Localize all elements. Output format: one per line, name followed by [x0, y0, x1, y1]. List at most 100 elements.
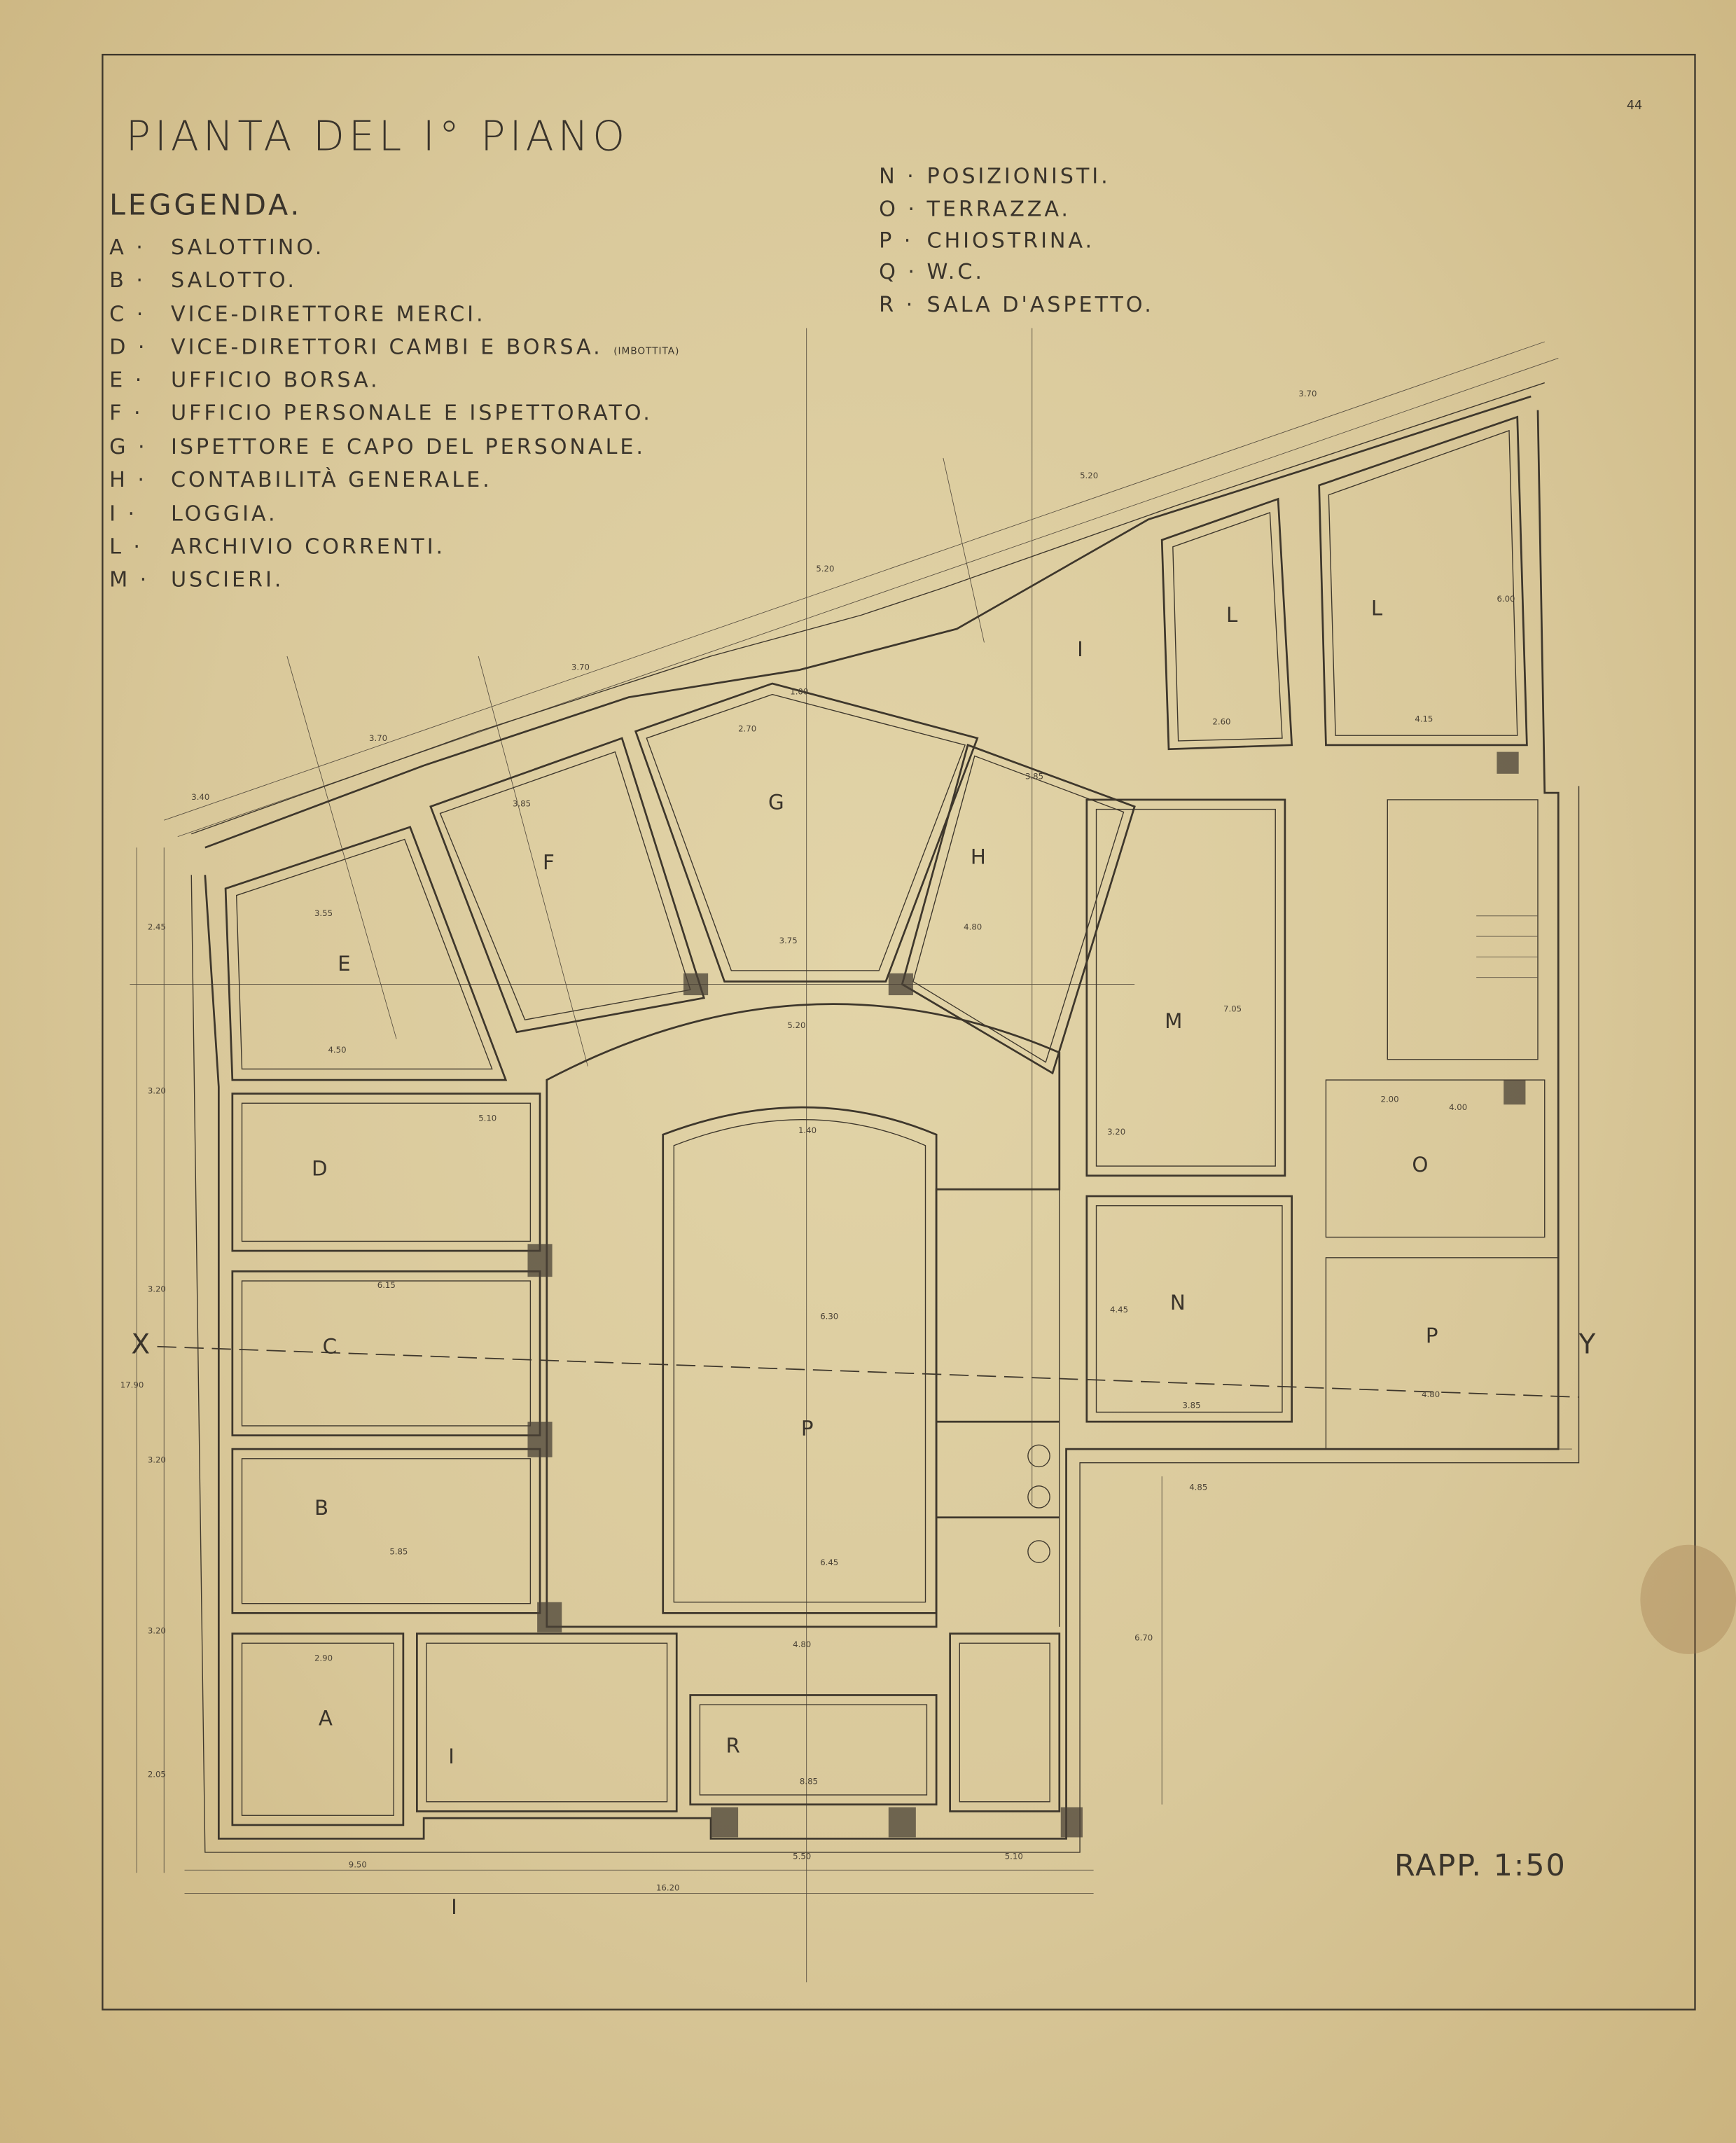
dimension-label: 16.20 — [656, 1883, 680, 1893]
sheet-number: 44 — [1627, 99, 1642, 113]
room-A — [231, 1632, 405, 1826]
room-label-L-2: L — [1371, 596, 1383, 620]
room-labels: E F G H I L L M D C B A I I P R N O P — [312, 596, 1438, 1918]
legend-item: B ·SALOTTO. — [109, 268, 297, 293]
dimension-label: 4.80 — [793, 1639, 811, 1649]
room-label-D: D — [312, 1157, 328, 1181]
section-mark-y: Y — [1578, 1329, 1596, 1360]
legend-item: R ·SALA D'ASPETTO. — [879, 293, 1154, 317]
building-outline — [190, 382, 1580, 1853]
dimension-label: 4.80 — [1422, 1389, 1440, 1399]
legend-heading: LEGGENDA. — [109, 188, 302, 221]
dimension-label: 3.20 — [1107, 1127, 1125, 1137]
room-label-L-1: L — [1226, 603, 1238, 627]
dimension-labels: 3.40 3.70 3.70 5.20 5.20 3.70 3.55 4.50 … — [120, 389, 1515, 1893]
dimension-lines — [130, 328, 1572, 1983]
room-label-R: R — [726, 1733, 740, 1757]
dimension-label: 2.45 — [148, 922, 166, 931]
dimension-label: 3.85 — [513, 799, 531, 809]
dimension-label: 3.20 — [148, 1086, 166, 1096]
dimension-label: 5.20 — [1080, 471, 1098, 480]
dimension-label: 5.20 — [787, 1020, 805, 1030]
dimension-label: 5.20 — [816, 564, 834, 574]
dimension-label: 4.85 — [1189, 1483, 1207, 1492]
room-label-G: G — [768, 791, 784, 814]
room-G — [634, 682, 979, 983]
legend-item: A ·SALOTTINO. — [109, 235, 324, 260]
room-label-C: C — [323, 1334, 337, 1358]
legend-item: O ·TERRAZZA. — [879, 197, 1071, 221]
dimension-label: 5.10 — [1005, 1852, 1023, 1861]
room-label-O: O — [1412, 1153, 1428, 1177]
section-mark-x: X — [131, 1329, 150, 1360]
dimension-label: 2.70 — [738, 723, 756, 733]
legend-item: L ·ARCHIVIO CORRENTI. — [109, 535, 445, 560]
dimension-label: 6.00 — [1497, 594, 1515, 604]
legend-item: Q ·W.C. — [879, 260, 985, 284]
dimension-label: 8.85 — [800, 1776, 818, 1786]
room-R — [689, 1694, 938, 1806]
room-label-I-mid: I — [451, 1895, 457, 1919]
room-label-E: E — [338, 952, 350, 976]
room-I-bottom — [415, 1632, 678, 1812]
room-M — [1085, 798, 1286, 1177]
legend-item: F ·UFFICIO PERSONALE E ISPETTORATO. — [109, 401, 653, 425]
legend-item: P ·CHIOSTRINA. — [879, 228, 1095, 253]
room-B — [231, 1448, 541, 1614]
dimension-label: 3.40 — [191, 792, 209, 802]
legend-item: I ·LOGGIA. — [109, 502, 277, 527]
legend-item: C ·VICE-DIRETTORE MERCI. — [109, 303, 485, 327]
dimension-label: 4.15 — [1415, 714, 1433, 724]
room-label-M: M — [1165, 1009, 1182, 1033]
dimension-label: 6.15 — [377, 1280, 396, 1290]
dimension-label: 6.70 — [1134, 1632, 1153, 1642]
courtyard-P — [546, 1003, 1061, 1628]
room-label-I-top: I — [1077, 637, 1083, 661]
dimension-label: 9.50 — [349, 1859, 367, 1869]
room-stairs — [1387, 799, 1539, 1060]
room-label-P-center: P — [801, 1417, 814, 1441]
room-label-F: F — [543, 850, 555, 874]
dimension-label: 3.70 — [1298, 389, 1317, 398]
legend-item: D ·VICE-DIRETTORI CAMBI E BORSA.(IMBOTTI… — [109, 335, 679, 360]
dimension-label: 3.20 — [148, 1626, 166, 1636]
dimension-label: 3.85 — [1025, 772, 1043, 782]
dimension-label: 4.80 — [964, 922, 982, 931]
room-L-2 — [1318, 415, 1528, 747]
room-E — [224, 826, 508, 1081]
dimension-label: 2.00 — [1381, 1094, 1399, 1104]
room-H — [901, 744, 1136, 1075]
dimension-label: 6.45 — [820, 1558, 838, 1567]
dimension-label: 7.05 — [1223, 1004, 1242, 1013]
room-label-P-right: P — [1426, 1324, 1438, 1347]
dimension-label: 2.05 — [148, 1770, 166, 1780]
room-L-1 — [1160, 497, 1293, 751]
room-N — [1085, 1195, 1293, 1423]
legend-item: G ·ISPETTORE E CAPO DEL PERSONALE. — [109, 435, 646, 459]
room-wc-small — [949, 1632, 1061, 1812]
dimension-label: 3.85 — [1182, 1401, 1200, 1410]
legend-item: E ·UFFICIO BORSA. — [109, 368, 380, 392]
dimension-label: 5.85 — [389, 1546, 408, 1556]
room-label-N: N — [1170, 1291, 1186, 1315]
dimension-label: 1.00 — [790, 687, 808, 697]
dimension-label: 3.20 — [148, 1455, 166, 1465]
dimension-label: 4.00 — [1449, 1102, 1467, 1112]
structural-piers — [527, 751, 1526, 1838]
dimension-label: 5.50 — [793, 1852, 811, 1861]
room-label-A: A — [319, 1706, 333, 1730]
room-C — [231, 1270, 541, 1436]
legend-left: A ·SALOTTINO. B ·SALOTTO. C ·VICE-DIRETT… — [109, 235, 679, 592]
legend-right: N ·POSIZIONISTI. O ·TERRAZZA. P ·CHIOSTR… — [879, 165, 1154, 317]
room-label-B: B — [314, 1496, 328, 1520]
room-label-I-bottom: I — [448, 1745, 454, 1768]
dimension-label: 6.30 — [820, 1312, 838, 1322]
dimension-label: 3.70 — [369, 733, 387, 743]
drawing-title: PIANTA DEL I° PIANO — [126, 113, 630, 160]
dimension-label: 5.10 — [478, 1114, 497, 1123]
legend-item: H ·CONTABILITÀ GENERALE. — [109, 467, 492, 492]
legend-item: N ·POSIZIONISTI. — [879, 165, 1110, 189]
dimension-label: 3.20 — [148, 1284, 166, 1294]
